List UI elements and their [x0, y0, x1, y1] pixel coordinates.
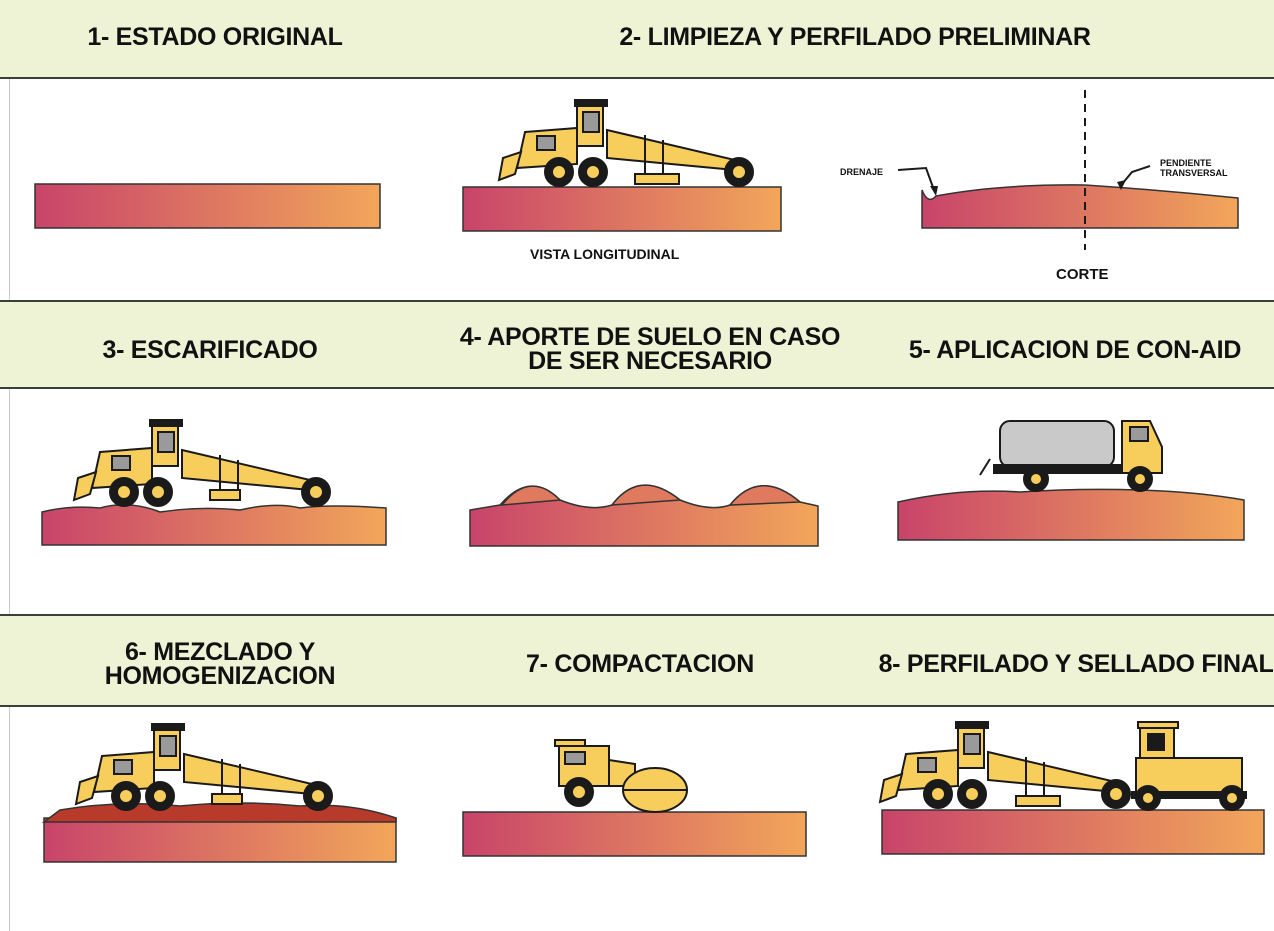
soil-step-3: [41, 504, 387, 546]
soil-step-8: [881, 809, 1265, 855]
header-band-row-2: [0, 300, 1274, 389]
soil-pile-2: [610, 484, 682, 506]
annotation-vista-longitudinal: VISTA LONGITUDINAL: [530, 246, 680, 262]
tanker-truck-icon: [979, 420, 1163, 492]
step-8-title: 8- PERFILADO Y SELLADO FINAL: [878, 650, 1274, 678]
pendiente-arrow: [1121, 165, 1151, 185]
soil-step-6: [43, 817, 397, 863]
step-1-title: 1- ESTADO ORIGINAL: [87, 23, 343, 51]
motor-grader-icon: [878, 721, 1131, 809]
soil-step-7: [462, 811, 807, 857]
soil-step-2: [462, 186, 782, 232]
annotation-corte: CORTE: [1056, 266, 1109, 283]
step-4-title: 4- APORTE DE SUELO EN CASO DE SER NECESA…: [459, 323, 841, 375]
soil-step-1: [34, 183, 381, 229]
motor-grader-icon: [74, 723, 333, 811]
mixed-layer: [41, 802, 397, 823]
left-margin-rule: [0, 0, 10, 931]
soil-pile-1: [500, 485, 562, 506]
annotation-pendiente-transversal: PENDIENTE TRANSVERSAL: [1160, 158, 1228, 178]
cross-section-soil: [921, 184, 1239, 229]
compactor-roller-icon: [554, 739, 688, 813]
soil-pile-3: [728, 485, 802, 506]
step-2-title: 2- LIMPIEZA Y PERFILADO PRELIMINAR: [619, 23, 1091, 51]
drenaje-arrow: [897, 166, 935, 191]
paver-roller-icon: [1131, 721, 1247, 811]
annotation-drenaje: DRENAJE: [840, 167, 884, 177]
step-3-title: 3- ESCARIFICADO: [102, 336, 318, 364]
motor-grader-icon: [497, 99, 754, 187]
header-band-row-1: [0, 0, 1274, 79]
step-7-title: 7- COMPACTACION: [526, 650, 754, 678]
header-band-row-3: [0, 614, 1274, 707]
step-6-title: 6- MEZCLADO Y HOMOGENIZACION: [104, 638, 336, 690]
soil-step-5: [897, 488, 1245, 541]
step-5-title: 5- APLICACION DE CON-AID: [908, 336, 1242, 364]
motor-grader-icon: [72, 419, 331, 507]
